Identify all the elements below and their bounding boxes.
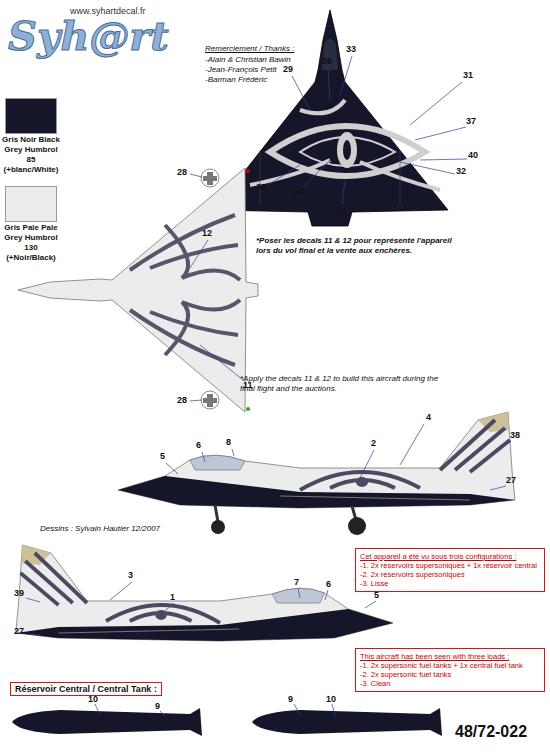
legend-text: Gris Noir Black Grey Humbrol 85 (+blanc/… xyxy=(2,135,60,175)
top-view xyxy=(214,10,448,226)
callout-number: 40 xyxy=(468,150,478,160)
callout-number: 31 xyxy=(463,70,473,80)
callout-number: 32 xyxy=(456,166,466,176)
logo: Syh@rt xyxy=(8,12,169,59)
callout-number: 7 xyxy=(294,577,299,587)
callout-number: 33 xyxy=(346,44,356,54)
thanks-heading: Remerciement / Thanks : xyxy=(205,44,294,53)
callout-number: 27 xyxy=(14,626,24,636)
note: *Apply the decals 11 & 12 to build this … xyxy=(240,374,455,394)
callout-number: 35 xyxy=(256,182,266,192)
callout-number: 4 xyxy=(426,412,431,422)
callout-number: 6 xyxy=(196,440,201,450)
callout-number: 29 xyxy=(283,64,293,74)
central-tank xyxy=(12,708,202,736)
callout-number: 9 xyxy=(288,694,293,704)
thanks-name: -Jean-François Petit xyxy=(205,65,277,74)
configuration-box: This aircraft has been seen with three l… xyxy=(355,648,545,692)
box-text: Cet appareil a été vu sous trois configu… xyxy=(360,552,540,561)
callout-number: 30 xyxy=(294,187,304,197)
callout-number: 1 xyxy=(170,592,175,602)
side-view-right xyxy=(16,545,393,641)
callout-number: 28 xyxy=(177,395,187,405)
credit: Dessins : Sylvain Hautier 12/2007 xyxy=(40,524,160,533)
central-tank xyxy=(252,708,442,736)
callout-number: 10 xyxy=(326,694,336,704)
box-text: -2. 2x réservoirs supersoniques xyxy=(360,570,540,579)
callout-number: 36 xyxy=(322,56,332,66)
legend-text: Gris Pale Pale Grey Humbrol 130 (+Noir/B… xyxy=(2,223,60,263)
callout-number: 12 xyxy=(202,228,212,238)
callout-number: 34 xyxy=(336,206,346,216)
leader-lines xyxy=(26,56,510,716)
box-text: This aircraft has been seen with three l… xyxy=(360,652,540,661)
callout-number: 6 xyxy=(326,579,331,589)
thanks-name: -Alain & Christian Bawin xyxy=(205,55,291,64)
box-text: -2. 2x supersonic fuel tanks xyxy=(360,670,540,679)
callout-number: 38 xyxy=(510,430,520,440)
sheet-reference: 48/72-022 xyxy=(455,723,527,741)
callout-number: 2 xyxy=(371,438,376,448)
box-text: -1. 2x supersonic fuel tanks + 1x centra… xyxy=(360,661,540,670)
configuration-box: Cet appareil a été vu sous trois configu… xyxy=(355,548,545,592)
box-text: -3. Lisse xyxy=(360,579,540,588)
callout-number: 37 xyxy=(466,116,476,126)
note: *Poser les decals 11 & 12 pour représent… xyxy=(256,236,456,256)
box-text: -1. 2x réservoirs supersoniques + 1x rés… xyxy=(360,561,540,570)
callout-number: 27 xyxy=(506,475,516,485)
thanks-name: -Barman Frédéric xyxy=(205,75,267,84)
section-heading: Réservoir Central / Central Tank : xyxy=(10,682,162,696)
callout-number: 39 xyxy=(14,588,24,598)
callout-number: 9 xyxy=(155,701,160,711)
callout-number: 8 xyxy=(226,437,231,447)
callout-number: 3 xyxy=(128,570,133,580)
callout-number: 10 xyxy=(88,694,98,704)
callout-number: 5 xyxy=(160,451,165,461)
legend-swatch xyxy=(5,186,57,222)
box-text: -3. Clean xyxy=(360,679,540,688)
legend-swatch xyxy=(5,98,57,134)
side-view-left xyxy=(118,412,515,508)
callout-number: 28 xyxy=(177,167,187,177)
